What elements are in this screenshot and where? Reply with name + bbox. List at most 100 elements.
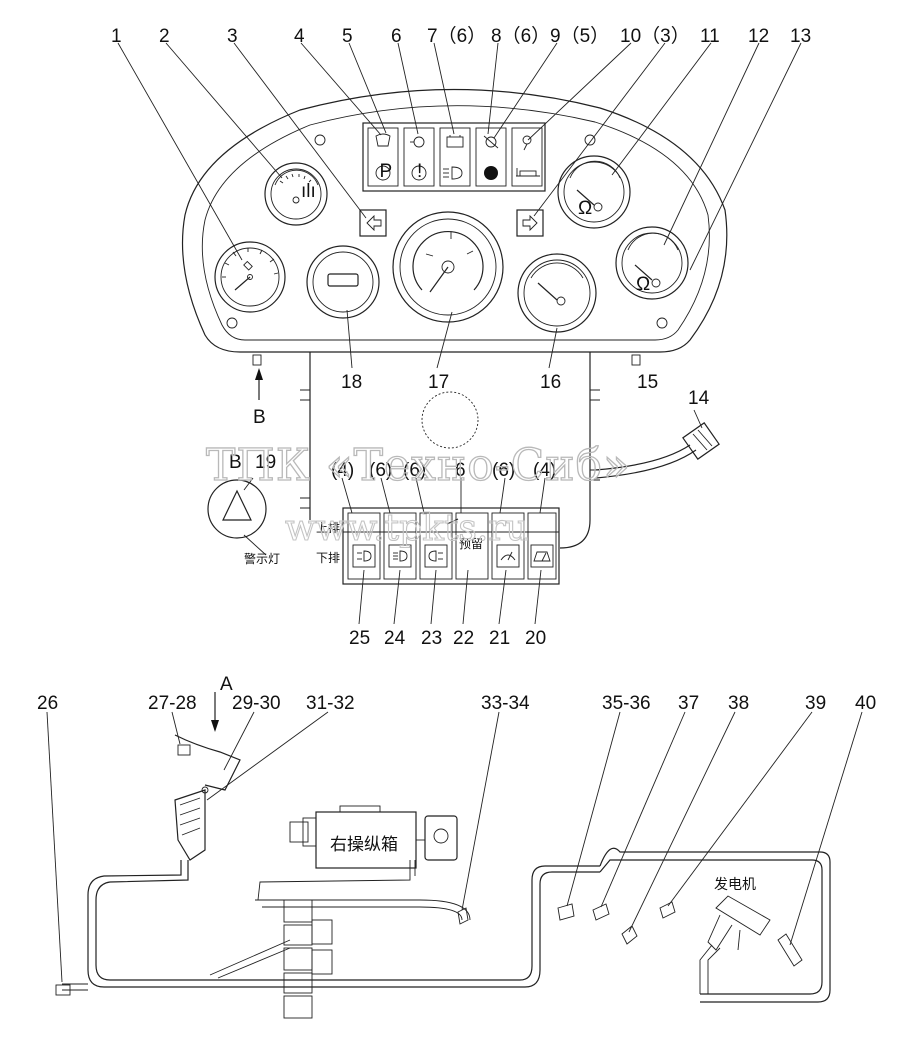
switch-mark-1: (4) xyxy=(331,460,354,481)
right-control-box xyxy=(289,805,458,869)
battery-charge-icon xyxy=(446,135,464,148)
fuel-level-gauge: Ω xyxy=(557,155,631,229)
left-console xyxy=(174,692,241,861)
left-turn-indicator xyxy=(359,209,387,237)
control-box-label: 右操纵箱 xyxy=(330,835,398,855)
callout-7: 7（6） xyxy=(427,25,486,47)
callout-3: 3 xyxy=(227,26,238,47)
indicator-lamp-panel: P ! xyxy=(362,122,546,192)
oil-pressure-icon xyxy=(410,136,425,148)
top-callout-labels: 1 2 3 4 5 6 7（6） 8（6） 9（5） 10（3） 11 12 1… xyxy=(111,25,811,47)
switch-mark-2: (6) xyxy=(369,460,392,481)
callout-11: 11 xyxy=(700,26,720,47)
lower-bracket xyxy=(300,352,600,549)
wiper-switch-icon xyxy=(500,551,516,561)
callout-23: 23 xyxy=(421,628,442,649)
component-39 xyxy=(659,901,676,919)
fuel-heater-icon xyxy=(516,168,540,177)
callout-33-34: 33-34 xyxy=(481,693,530,714)
svg-text:!: ! xyxy=(417,161,422,182)
tachometer-gauge xyxy=(214,241,286,313)
callout-19: 19 xyxy=(255,452,276,473)
air-filter-icon xyxy=(483,135,499,149)
headlight-switch-icon xyxy=(393,550,408,562)
speedometer-gauge xyxy=(392,211,504,323)
component-40 xyxy=(777,933,803,967)
callout-15: 15 xyxy=(637,372,658,393)
callout-39: 39 xyxy=(805,693,826,714)
svg-text:Ω: Ω xyxy=(636,274,650,295)
callout-38: 38 xyxy=(728,693,749,714)
callout-13: 13 xyxy=(790,26,811,47)
callout-27-28: 27-28 xyxy=(148,693,197,714)
coolant-temperature-gauge xyxy=(517,253,597,333)
top-leader-lines xyxy=(117,42,802,271)
harness-callout-labels: 26 27-28 A 29-30 31-32 33-34 35-36 37 38… xyxy=(37,674,876,893)
callout-6: 6 xyxy=(391,26,402,47)
left-arrow-icon xyxy=(366,214,382,232)
component-33-34 xyxy=(457,907,469,925)
warning-lamp xyxy=(207,479,267,539)
hydraulic-oil-icon xyxy=(522,135,532,151)
component-35-36 xyxy=(557,903,575,921)
callout-1: 1 xyxy=(111,26,122,47)
callout-8: 8（6） xyxy=(491,25,550,47)
b-arrow-label: B xyxy=(253,407,266,428)
svg-text:ılı: ılı xyxy=(301,181,316,202)
callout-24: 24 xyxy=(384,628,406,649)
right-turn-indicator xyxy=(516,209,544,237)
callout-18: 18 xyxy=(341,372,362,393)
callout-40: 40 xyxy=(855,693,876,714)
high-beam-icon xyxy=(443,166,463,180)
mid-leader-lines xyxy=(243,309,703,625)
callout-17: 17 xyxy=(428,372,449,393)
parking-brake-icon: P xyxy=(375,161,393,182)
svg-text:Ω: Ω xyxy=(578,198,592,219)
callout-22: 22 xyxy=(453,628,474,649)
callout-10: 10（3） xyxy=(620,25,690,47)
reserved-label: 预留 xyxy=(459,537,483,551)
generator-label: 发电机 xyxy=(714,877,756,893)
row-top-label: 上排 xyxy=(316,521,340,535)
watermark-line2: www.tpkts.ru xyxy=(285,508,529,549)
warning-lamp-label: 警示灯 xyxy=(244,551,280,566)
row-bottom-label: 下排 xyxy=(316,551,340,565)
view-b-arrow xyxy=(255,368,263,400)
cable-connector xyxy=(594,422,720,479)
watermark-line1: ТПК «Техно-Сиб» xyxy=(206,440,631,491)
warning-icon: ! xyxy=(411,161,427,182)
washer-switch-icon xyxy=(533,551,551,562)
coolant-level-icon xyxy=(375,133,391,147)
switch-mark-6: (4) xyxy=(533,460,556,481)
mid-callout-labels: 18 17 16 15 14 19 B B 警示灯 xyxy=(229,372,710,566)
switch-panel xyxy=(342,507,560,585)
callout-25: 25 xyxy=(349,628,370,649)
callout-20: 20 xyxy=(525,628,546,649)
callout-35-36: 35-36 xyxy=(602,693,651,714)
work-light-switch-icon xyxy=(357,550,372,562)
callout-2: 2 xyxy=(159,26,170,47)
svg-text:P: P xyxy=(380,161,393,182)
wiring-harness xyxy=(46,692,863,1019)
watermark: ТПК «Техно-Сиб» www.tpkts.ru xyxy=(205,439,631,549)
callout-26: 26 xyxy=(37,693,58,714)
callout-12: 12 xyxy=(748,26,769,47)
switch-mark-5: (6) xyxy=(492,460,515,481)
component-38 xyxy=(621,925,638,945)
callout-16: 16 xyxy=(540,372,561,393)
callout-9: 9（5） xyxy=(550,25,609,47)
callout-4: 4 xyxy=(294,26,305,47)
callout-5: 5 xyxy=(342,26,353,47)
generator xyxy=(707,895,771,951)
connector-block xyxy=(283,899,333,1019)
b-view-label: B xyxy=(229,452,242,473)
right-arrow-icon xyxy=(522,214,538,232)
instrument-cluster xyxy=(181,88,728,366)
filled-circle-icon xyxy=(484,166,498,180)
callout-29-30: 29-30 xyxy=(232,693,281,714)
switch-panel-labels: (4) (6) (6) 6 (6) (4) 上排 下排 预留 25 24 23 … xyxy=(316,460,556,649)
switch-mark-3: (6) xyxy=(403,460,426,481)
digital-display-gauge xyxy=(306,245,380,319)
callout-37: 37 xyxy=(678,693,699,714)
a-arrow-label: A xyxy=(220,674,233,695)
